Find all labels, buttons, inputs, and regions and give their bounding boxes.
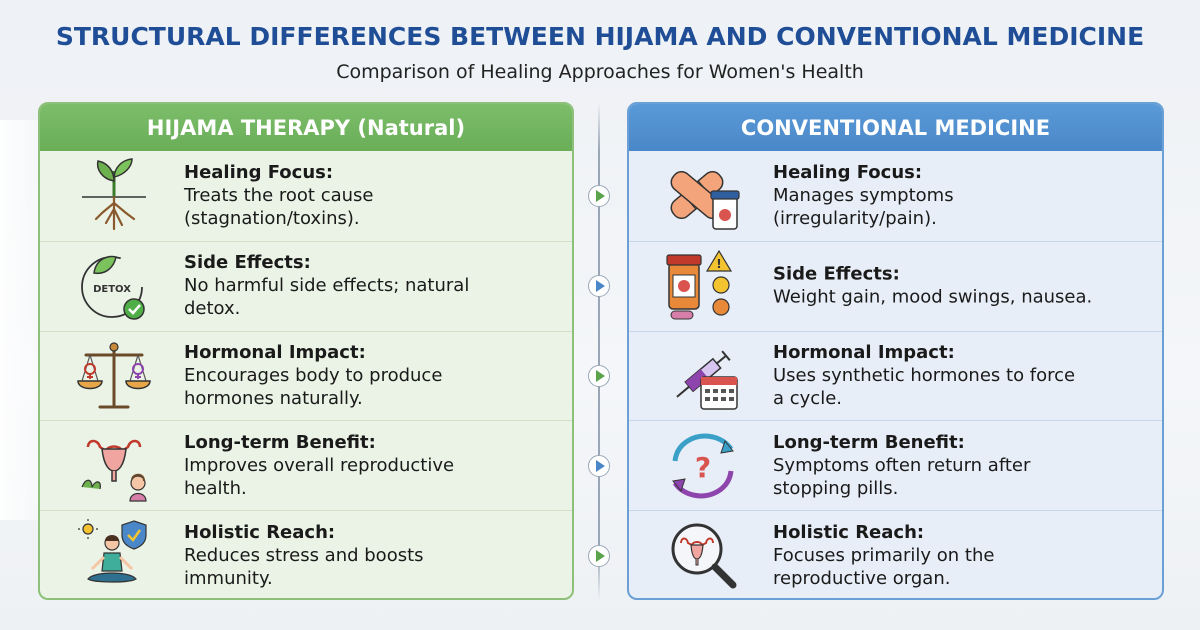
- row-description: a cycle.: [773, 387, 842, 409]
- row-description: stopping pills.: [773, 477, 899, 499]
- conventional-panel: CONVENTIONAL MEDICINE Healing: [627, 102, 1164, 600]
- hijama-row-hormonal-impact: Hormonal Impact: Encourages body to prod…: [40, 330, 572, 421]
- row-description: Improves overall reproductive: [184, 454, 455, 476]
- arrow-icon: [588, 455, 610, 477]
- page-subtitle: Comparison of Healing Approaches for Wom…: [336, 61, 864, 83]
- hijama-row-holistic-reach: Holistic Reach: Reduces stress and boost…: [40, 510, 572, 598]
- conventional-row-side-effects: ! Side Effects: Weight gain, mood swings…: [629, 240, 1162, 331]
- row-description: Uses synthetic hormones to force: [773, 364, 1076, 386]
- conventional-row-hormonal-impact: Hormonal Impact: Uses synthetic hormones…: [629, 330, 1162, 421]
- cycle-question-icon: ?: [655, 426, 751, 506]
- row-description: (irregularity/pain).: [773, 207, 937, 229]
- syringe-calendar-icon: [655, 336, 751, 416]
- row-label: Healing Focus:: [184, 161, 334, 183]
- hijama-panel: HIJAMA THERAPY (Natural) Healing Focus: …: [38, 102, 574, 600]
- row-description: Symptoms often return after: [773, 454, 1031, 476]
- row-description: Reduces stress and boosts: [184, 544, 424, 566]
- detox-icon-text: DETOX: [93, 284, 131, 295]
- arrow-icon: [588, 275, 610, 297]
- row-label: Hormonal Impact:: [773, 341, 955, 363]
- row-description: Encourages body to produce: [184, 364, 443, 386]
- hijama-row-side-effects: DETOX Side Effects: No harmful side effe…: [40, 240, 572, 331]
- row-label: Healing Focus:: [773, 161, 923, 183]
- row-label: Holistic Reach:: [184, 521, 336, 543]
- hijama-row-long-term-benefit: Long-term Benefit: Improves overall repr…: [40, 420, 572, 510]
- detox-leaf-icon: DETOX: [66, 246, 162, 326]
- row-description: health.: [184, 477, 247, 499]
- row-description: Treats the root cause: [184, 184, 374, 206]
- row-description: detox.: [184, 298, 241, 320]
- pill-bottle-warning-icon: !: [655, 246, 751, 326]
- hijama-row-healing-focus: Healing Focus: Treats the root cause (st…: [40, 151, 572, 241]
- row-label: Holistic Reach:: [773, 521, 925, 543]
- row-description: Focuses primarily on the: [773, 544, 995, 566]
- center-divider: [598, 102, 600, 600]
- row-description: immunity.: [184, 567, 273, 589]
- bandage-pill-icon: [655, 156, 751, 236]
- row-label: Side Effects:: [773, 263, 900, 285]
- row-description: (stagnation/toxins).: [184, 207, 360, 229]
- conventional-panel-heading: CONVENTIONAL MEDICINE: [629, 104, 1162, 151]
- row-label: Long-term Benefit:: [184, 431, 376, 453]
- page-title: STRUCTURAL DIFFERENCES BETWEEN HIJAMA AN…: [55, 22, 1145, 51]
- arrow-icon: [588, 545, 610, 567]
- row-description: Manages symptoms: [773, 184, 954, 206]
- row-description: hormones naturally.: [184, 387, 363, 409]
- row-label: Hormonal Impact:: [184, 341, 366, 363]
- conventional-row-long-term-benefit: ? Long-term Benefit: Symptoms often retu…: [629, 420, 1162, 510]
- row-label: Long-term Benefit:: [773, 431, 965, 453]
- sprout-roots-icon: [66, 156, 162, 236]
- svg-text:!: !: [716, 257, 721, 271]
- meditation-shield-icon: [66, 516, 162, 596]
- conventional-row-healing-focus: Healing Focus: Manages symptoms (irregul…: [629, 151, 1162, 241]
- hijama-panel-heading: HIJAMA THERAPY (Natural): [40, 104, 572, 151]
- row-description: reproductive organ.: [773, 567, 951, 589]
- row-description: No harmful side effects; natural: [184, 275, 470, 297]
- magnifier-uterus-icon: [655, 516, 751, 596]
- arrow-icon: [588, 185, 610, 207]
- row-label: Side Effects:: [184, 252, 311, 274]
- balance-scale-icon: [66, 336, 162, 416]
- row-description: Weight gain, mood swings, nausea.: [773, 286, 1093, 308]
- svg-text:?: ?: [695, 451, 711, 484]
- uterus-woman-icon: [66, 426, 162, 506]
- conventional-row-holistic-reach: Holistic Reach: Focuses primarily on the…: [629, 510, 1162, 598]
- arrow-icon: [588, 365, 610, 387]
